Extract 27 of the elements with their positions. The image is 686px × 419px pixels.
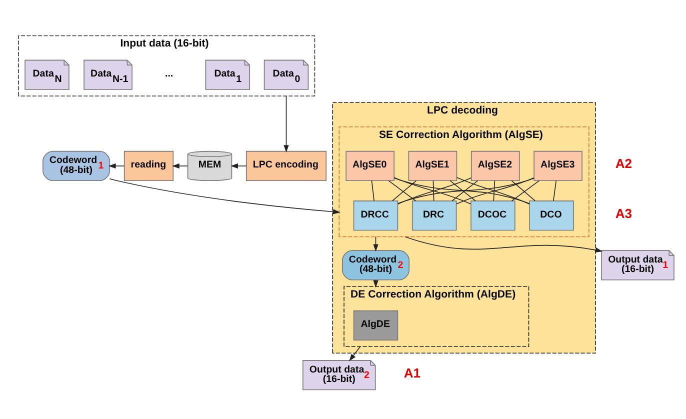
label: A2	[615, 156, 632, 172]
label: ...	[164, 68, 174, 80]
arrow	[404, 236, 603, 253]
connector	[493, 180, 496, 202]
arrow	[349, 346, 361, 362]
connector	[371, 180, 374, 202]
connector	[553, 180, 557, 202]
arrow	[108, 163, 124, 169]
connector	[432, 180, 434, 202]
label: A3	[615, 206, 632, 221]
node-box: LPC encoding	[246, 150, 327, 182]
arrow	[172, 163, 188, 169]
arrow	[230, 163, 247, 169]
node-box: AlgSE0	[346, 150, 394, 182]
node-box: DRCC	[353, 200, 398, 231]
label: A1	[404, 365, 420, 380]
node-box: AlgDE	[353, 310, 398, 341]
node-box: AlgSE1	[408, 150, 458, 182]
node-box: DCOC	[470, 200, 516, 231]
node-box: reading	[124, 150, 174, 182]
node-box: AlgSE3	[534, 150, 582, 182]
arrow	[284, 96, 289, 152]
node-box: AlgSE2	[470, 150, 520, 182]
arrow	[109, 178, 340, 214]
arrow	[373, 280, 378, 288]
node-box: DCO	[529, 200, 574, 231]
node-box: DRC	[412, 200, 457, 231]
